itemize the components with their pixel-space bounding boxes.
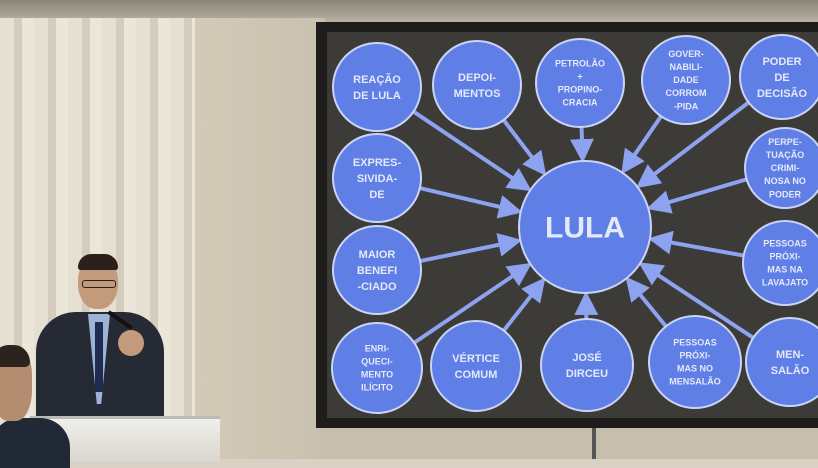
node-enriquecimento-circle [332, 323, 422, 413]
node-pessoas-mensalao-circle [649, 316, 741, 408]
arrow-pessoas-lavajato [656, 240, 744, 256]
node-petrolao-label: PROPINO- [558, 85, 603, 95]
node-mensalao-label: MEN- [776, 349, 804, 361]
node-poder-label: DECISÃO [757, 87, 808, 100]
speaker-hair [78, 254, 118, 270]
node-perpetuacao-label: CRIMI- [771, 163, 800, 173]
node-governabilidade-label: DADE [673, 75, 699, 85]
center-node-label: LULA [545, 212, 625, 245]
arrow-maior [420, 242, 514, 262]
screen-stand [592, 428, 596, 459]
lower-wall [320, 425, 818, 459]
speaker-hand [118, 330, 144, 356]
node-pessoas-lavajato-circle [743, 221, 818, 305]
speaker-tie [95, 322, 103, 392]
node-pessoas-lavajato-label: LAVAJATO [762, 278, 808, 288]
arrow-perpetuacao [654, 179, 747, 206]
node-governabilidade-label: NABILI- [670, 62, 703, 72]
node-perpetuacao-label: PODER [769, 189, 802, 199]
node-depoimentos-label: DEPOI- [458, 72, 496, 84]
node-petrolao-circle [536, 39, 624, 127]
node-reacao-circle [333, 43, 421, 131]
projection-screen: LULA REAÇÃO DE LULA DEPOI- MENTOS PETROLÃO + PR… [327, 32, 818, 418]
node-maior-label: -CIADO [357, 281, 397, 293]
node-petrolao-label: + [577, 72, 582, 82]
node-pessoas-lavajato-label: PESSOAS [763, 239, 807, 249]
node-enriquecimento-label: ILÍCITO [361, 383, 393, 393]
node-governabilidade-label: GOVER- [668, 49, 704, 59]
node-perpetuacao-label: NOSA NO [764, 176, 806, 186]
node-reacao-label: REAÇÃO [353, 73, 401, 86]
arrow-depoimentos [504, 120, 542, 170]
arrow-vertice [504, 284, 541, 331]
node-petrolao-label: CRACIA [563, 98, 598, 108]
node-dirceu-label: JOSÉ [572, 351, 601, 364]
node-pessoas-lavajato-label: MAS NA [767, 265, 803, 275]
node-vertice-circle [431, 321, 521, 411]
node-dirceu-label: DIRCEU [566, 368, 608, 380]
node-maior-label: BENEFI [357, 265, 397, 277]
node-pessoas-mensalao-label: MENSALÃO [669, 377, 721, 387]
arrow-governabilidade [626, 116, 661, 167]
node-poder-label: PODER [762, 56, 801, 68]
node-governabilidade-label: -PIDA [674, 101, 699, 111]
node-pessoas-mensalao-label: PRÓXI- [679, 350, 710, 361]
node-vertice-label: COMUM [455, 369, 498, 381]
node-pessoas-mensalao-label: MAS NO [677, 364, 713, 374]
arrow-petrolao [582, 127, 583, 155]
node-maior-label: MAIOR [359, 249, 396, 261]
wall [195, 18, 325, 459]
node-enriquecimento-label: ENRI- [365, 344, 390, 354]
node-expressividade-label: EXPRES- [353, 157, 402, 169]
node-vertice-label: VÉRTICE [452, 352, 500, 365]
node-enriquecimento-label: QUECI- [361, 357, 393, 367]
node-depoimentos-label: MENTOS [454, 88, 501, 100]
node-dirceu-circle [541, 319, 633, 411]
node-depoimentos-circle [433, 41, 521, 129]
node-reacao-label: DE LULA [353, 90, 401, 102]
node-expressividade-label: DE [369, 189, 384, 201]
node-petrolao-label: PETROLÃO [555, 59, 605, 69]
node-expressividade-label: SIVIDA- [357, 173, 398, 185]
node-perpetuacao-label: PERPE- [768, 137, 802, 147]
node-pessoas-mensalao-label: PESSOAS [673, 338, 717, 348]
node-enriquecimento-label: MENTO [361, 370, 393, 380]
arrow-expressividade [420, 188, 515, 210]
node-mensalao-circle [746, 318, 818, 406]
slide-diagram: LULA REAÇÃO DE LULA DEPOI- MENTOS PETROLÃO + PR… [327, 32, 818, 418]
node-perpetuacao-label: TUAÇÃO [766, 150, 805, 160]
node-pessoas-lavajato-label: PRÓXI- [769, 251, 800, 262]
glasses [82, 280, 116, 288]
node-governabilidade-label: CORROM [666, 88, 707, 98]
seated-person-suit [0, 418, 70, 468]
node-poder-label: DE [774, 72, 789, 84]
arrow-pessoas-mensalao [630, 283, 665, 327]
node-mensalao-label: SALÃO [771, 364, 810, 377]
